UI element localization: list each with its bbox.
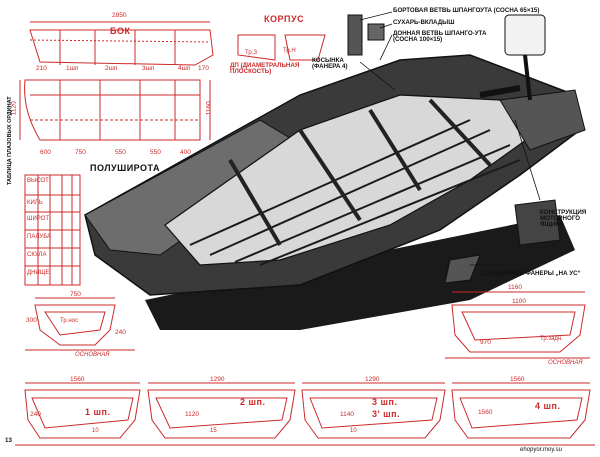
gusset-callout: КОСЫНКА (ФАНЕРА 4) bbox=[312, 57, 348, 71]
red-drawings bbox=[15, 21, 595, 446]
table-row-breadths: ШИРОТ bbox=[27, 216, 50, 222]
half-breadth-station-2: 550 bbox=[115, 149, 126, 156]
frame4-inner: 1560 bbox=[478, 409, 493, 416]
side-view-title: БОК bbox=[110, 26, 131, 36]
frame-3-drawing bbox=[301, 389, 446, 439]
diametral-plane-label: ДП (ДИАМЕТРАЛЬНАЯ ПЛОСКОСТЬ) bbox=[230, 62, 300, 76]
bow-transom-width: 750 bbox=[70, 291, 81, 298]
half-breadth-title: ПОЛУШИРОТА bbox=[90, 163, 160, 173]
stern-transom-drawing bbox=[451, 304, 586, 353]
frame2-label: 2 шп. bbox=[240, 397, 266, 407]
frame-small-1: 10 bbox=[92, 428, 99, 434]
frame1-width: 1560 bbox=[70, 376, 85, 383]
side-station-3: 3шп bbox=[142, 65, 155, 72]
bow-transom-height: 300 bbox=[26, 317, 37, 324]
stern-transom-inner: 970 bbox=[480, 339, 491, 346]
bottom-branch-callout: ДОННАЯ ВЕТВЬ ШПАНГО-УТА (СОСНА 100×15) bbox=[393, 30, 487, 44]
scarf-joint-detail bbox=[444, 254, 481, 284]
half-breadth-station-3: 550 bbox=[150, 149, 161, 156]
bow-transom-drawing bbox=[34, 304, 116, 346]
stern-transom-top: 1160 bbox=[508, 284, 522, 291]
body-view-title: КОРПУС bbox=[264, 14, 305, 24]
offsets-table-title: ТАБЛИЦА ПЛАЗОВЫХ ОРДИНАТ bbox=[7, 96, 13, 185]
body-view-left bbox=[237, 34, 276, 61]
gunwale-callout: БОРТОВАЯ ВЕТВЬ ШПАНГОУТА (СОСНА 65×15) bbox=[393, 7, 540, 14]
frame1-label: 1 шп. bbox=[85, 407, 111, 417]
bow-transom-small: Тр.Н bbox=[283, 48, 296, 54]
half-breadth-station-4: 400 bbox=[180, 149, 191, 156]
frame4-label: 4 шп. bbox=[535, 401, 561, 411]
table-row-heights: ВЫСОТ bbox=[27, 178, 49, 184]
stern-transom-width: 1100 bbox=[512, 298, 526, 305]
frame1-height: 240 bbox=[30, 411, 41, 418]
liner-piece bbox=[367, 23, 385, 41]
table-row-chine: СКУЛА bbox=[27, 252, 47, 258]
frame4-width: 1560 bbox=[510, 376, 525, 383]
motor-box-callout: КОНСТРУКЦИЯ МОТОРНОГО ЯЩИКА bbox=[540, 209, 587, 229]
boat-transom bbox=[499, 89, 586, 151]
body-view-right bbox=[284, 34, 326, 61]
bow-baseline: ОСНОВНАЯ bbox=[75, 352, 110, 358]
side-station-5: 170 bbox=[198, 65, 209, 72]
table-row-deck: ПАЛУБА bbox=[27, 234, 52, 240]
half-breadth-station-1: 750 bbox=[75, 149, 86, 156]
boat-shadow bbox=[145, 215, 575, 330]
frame-small-2: 15 bbox=[210, 428, 217, 434]
frame-1-drawing bbox=[24, 389, 141, 439]
side-station-1: 1шп bbox=[66, 65, 79, 72]
watermark: ehopyor.moy.su bbox=[520, 447, 562, 453]
half-breadth-station-0: 600 bbox=[40, 149, 51, 156]
boat-illustration bbox=[84, 14, 586, 330]
side-station-0: 210 bbox=[36, 65, 47, 72]
motor-box-detail bbox=[514, 199, 561, 246]
side-profile-outline bbox=[29, 29, 214, 66]
liner-callout: СУХАРЬ-ВКЛАДЫШ bbox=[393, 19, 455, 26]
boat-cockpit bbox=[164, 94, 542, 266]
stern-transom-label: Тр.задн. bbox=[540, 336, 563, 342]
table-row-keel: КИЛЬ bbox=[27, 200, 43, 206]
frame2-width: 1290 bbox=[210, 376, 225, 383]
frame3-alt-label: 3' шп. bbox=[372, 409, 401, 419]
frame3-label: 3 шп. bbox=[372, 397, 398, 407]
callout-leaders bbox=[359, 11, 541, 266]
frame-2-drawing bbox=[147, 389, 296, 439]
half-breadth-outline bbox=[24, 79, 201, 141]
bow-transom-depth: 240 bbox=[115, 329, 126, 336]
frame-4-drawing bbox=[451, 389, 591, 439]
gunwale-piece bbox=[347, 14, 363, 56]
page-number: 13 bbox=[5, 437, 12, 444]
outboard-motor bbox=[504, 14, 546, 56]
side-station-4: 4шп bbox=[178, 65, 191, 72]
half-breadth-right-dim: 1160 bbox=[205, 101, 213, 116]
side-station-2: 2шп bbox=[105, 65, 118, 72]
scarf-callout: СОЕДИНЕНИЕ ФАНЕРЫ „НА УС“ bbox=[480, 270, 581, 277]
stern-baseline: ОСНОВНАЯ bbox=[548, 360, 583, 366]
stern-transom-small: Тр.З bbox=[245, 50, 257, 56]
boat-frames bbox=[228, 98, 492, 247]
frame-small-3: 10 bbox=[350, 428, 357, 434]
bow-transom-label: Тр.нос bbox=[60, 318, 78, 324]
frame2-inner: 1120 bbox=[185, 411, 199, 418]
frame3-width: 1290 bbox=[365, 376, 380, 383]
frame3-inner: 1140 bbox=[340, 411, 354, 418]
table-row-bottom: ДНИЩЕ bbox=[27, 270, 50, 276]
overall-length-label: 2850 bbox=[112, 12, 127, 19]
